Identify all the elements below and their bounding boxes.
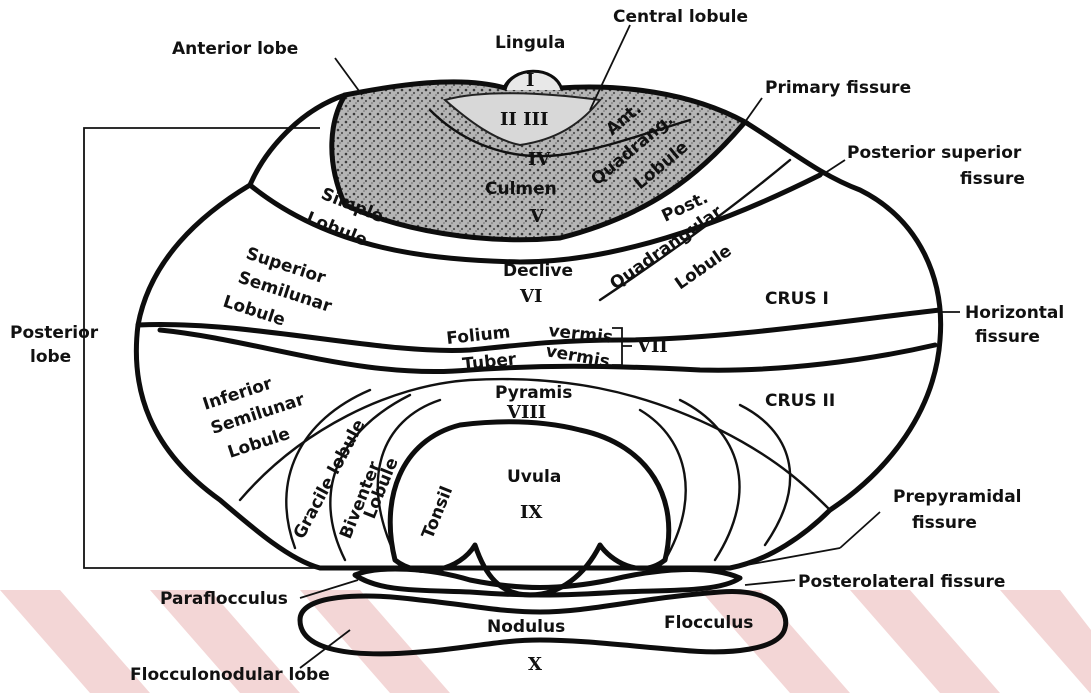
label-horizontal-fissure-1: Horizontal (965, 303, 1064, 323)
label-horizontal-fissure-2: fissure (975, 327, 1040, 347)
label-crus-2: CRUS II (765, 391, 835, 411)
label-posterolateral-fissure: Posterolateral fissure (798, 572, 1005, 592)
label-central-lobule: Central lobule (613, 7, 748, 27)
posterior-lobe-bracket (84, 128, 330, 568)
label-uvula: Uvula (507, 467, 561, 487)
label-post-sup-fissure-2: fissure (960, 169, 1025, 189)
label-tonsil: Tonsil (418, 483, 457, 541)
numeral-ii-iii: II III (500, 109, 548, 130)
leader-posterolateral-fissure (745, 580, 795, 585)
numeral-x: X (528, 654, 542, 675)
posterior-lobe-bracket-tick (730, 548, 840, 568)
label-posterior-lobe-2: lobe (30, 347, 71, 367)
numeral-vii: VII (636, 336, 668, 357)
label-flocculonodular-lobe: Flocculonodular lobe (130, 665, 330, 685)
label-lingula: Lingula (495, 33, 565, 53)
label-anterior-lobe: Anterior lobe (172, 39, 298, 59)
numeral-ix: IX (520, 502, 542, 523)
right-lobule-border-1 (640, 410, 686, 560)
numeral-viii: VIII (506, 402, 546, 423)
right-lobule-border-3 (740, 405, 790, 545)
label-culmen: Culmen (485, 179, 557, 199)
label-prepyramidal-fissure-1: Prepyramidal (893, 487, 1022, 507)
label-tuber: Tuber (461, 349, 517, 375)
label-paraflocculus: Paraflocculus (160, 589, 288, 609)
label-primary-fissure: Primary fissure (765, 78, 911, 98)
leader-anterior-lobe (335, 58, 362, 95)
label-posterior-lobe-1: Posterior (10, 323, 99, 343)
numeral-v: V (529, 206, 545, 227)
label-flocculus: Flocculus (664, 613, 753, 633)
leader-post-sup-fissure (822, 160, 845, 175)
label-post-sup-fissure-1: Posterior superior (847, 143, 1022, 163)
vii-bracket (612, 328, 632, 365)
numeral-iv: IV (528, 149, 551, 170)
numeral-vi: VI (519, 286, 542, 307)
label-pyramis: Pyramis (495, 383, 572, 403)
label-nodulus: Nodulus (487, 617, 565, 637)
label-crus-1: CRUS I (765, 289, 829, 309)
numeral-i: I (526, 70, 534, 91)
leader-primary-fissure (745, 98, 762, 122)
label-declive: Declive (503, 261, 573, 281)
leader-prepyramidal-fissure (840, 512, 880, 548)
label-prepyramidal-fissure-2: fissure (912, 513, 977, 533)
